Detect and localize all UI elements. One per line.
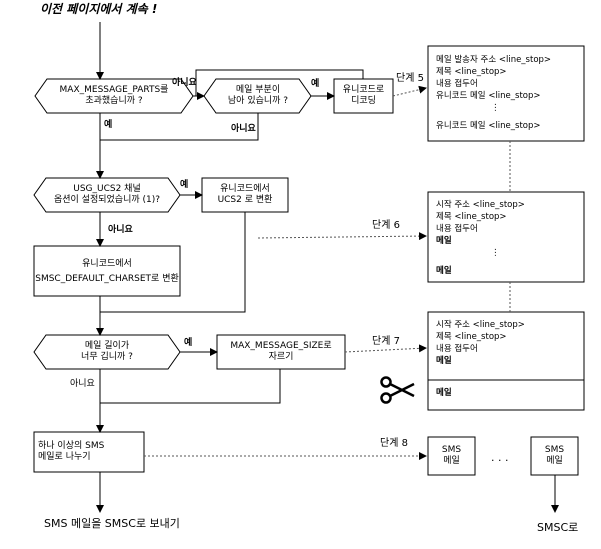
panel-step6-box <box>427 191 585 283</box>
end-smsc-label: SMSC로 <box>537 521 579 534</box>
flow-ucs2-merge <box>100 212 246 313</box>
answer-max-parts-yes: 예 <box>104 120 113 130</box>
step-7-label: 단계 7 <box>372 336 400 347</box>
sms-ellipsis: . . . <box>491 451 509 464</box>
flow-decode-loop <box>195 69 364 96</box>
answer-ucs2-yes: 예 <box>180 180 189 190</box>
dotted-step5 <box>392 85 427 97</box>
scissors-icon <box>380 376 415 404</box>
answer-ucs2-no: 아니요 <box>108 225 133 235</box>
answer-length-no: 아니요 <box>70 379 95 389</box>
panel-step7-box <box>427 311 585 411</box>
end-send-label: SMS 메일을 SMSC로 보내기 <box>44 517 180 530</box>
dotted-step6 <box>257 232 427 241</box>
flow-truncate-merge <box>100 369 281 404</box>
decision-ucs2-shape <box>33 177 181 213</box>
panel-step5-box <box>427 45 585 142</box>
answer-mail-parts-yes: 예 <box>311 79 320 89</box>
dotted-step7 <box>344 344 427 353</box>
answer-mail-parts-no: 아니요 <box>231 124 256 134</box>
flow-mail-parts-no <box>100 113 259 141</box>
page-title: 이전 페이지에서 계속 ! <box>40 2 158 16</box>
step-5-label: 단계 5 <box>396 73 424 84</box>
sms-box-1 <box>427 436 476 476</box>
process-split-box <box>33 431 145 473</box>
step-6-label: 단계 6 <box>372 220 400 231</box>
step-8-label: 단계 8 <box>380 438 408 449</box>
answer-max-parts-no: 아니요 <box>172 78 197 88</box>
answer-length-yes: 예 <box>184 338 193 348</box>
decision-max-parts-shape <box>34 78 194 114</box>
process-to-default-box <box>33 245 181 297</box>
decision-mail-length-shape <box>33 334 181 370</box>
